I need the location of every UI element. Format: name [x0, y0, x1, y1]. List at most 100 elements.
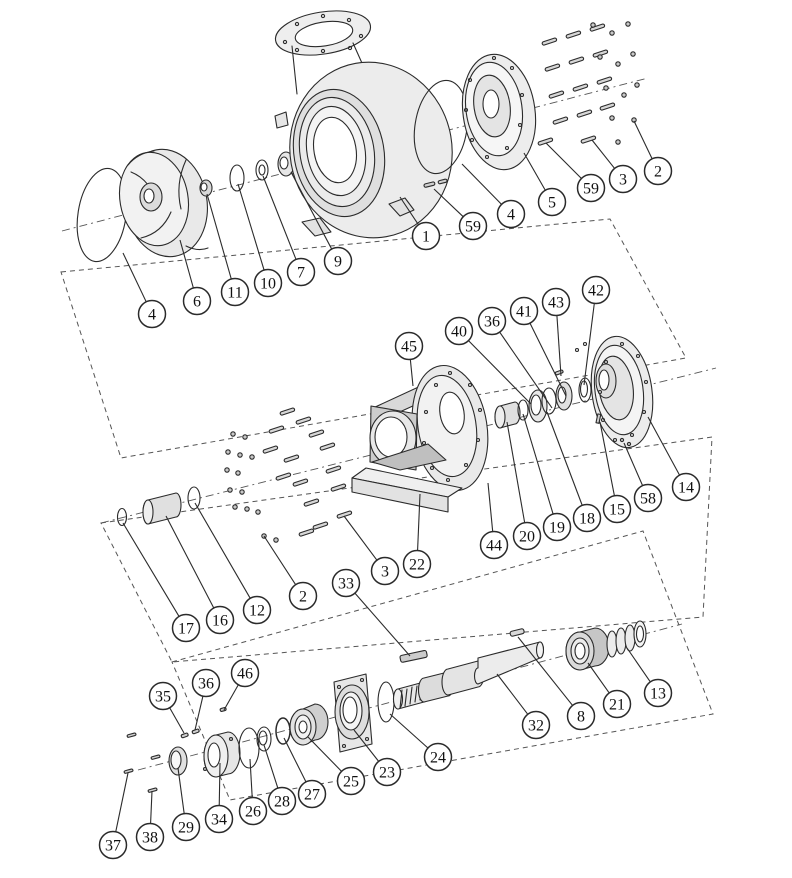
callout-13: 13 — [626, 647, 673, 708]
balloon-number: 38 — [142, 829, 158, 846]
balloon — [576, 173, 606, 203]
leader-line — [583, 303, 595, 386]
balloon — [135, 822, 165, 852]
leader-line — [218, 762, 221, 806]
callout-23: 23 — [353, 729, 402, 787]
bearing-key — [509, 628, 525, 637]
balloon-number: 42 — [588, 282, 604, 299]
callout-3: 3 — [591, 139, 638, 194]
parts-artwork — [76, 10, 654, 793]
leader-line — [353, 729, 380, 762]
leader-line — [545, 142, 582, 179]
balloon-number: 9 — [334, 253, 342, 270]
balloon-number: 7 — [297, 264, 305, 281]
leader-line — [529, 322, 567, 397]
leader-line — [587, 662, 610, 694]
leader-line — [206, 193, 232, 280]
balloon-number: 41 — [516, 303, 532, 320]
balloon — [521, 710, 551, 740]
balloon — [602, 494, 632, 524]
callout-43: 43 — [541, 287, 571, 377]
center-axis-1 — [61, 77, 649, 232]
balloon-number: 17 — [178, 620, 194, 637]
balloon — [496, 199, 526, 229]
balloon — [205, 605, 235, 635]
balloon-number: 22 — [409, 556, 425, 573]
callout-12: 12 — [194, 502, 272, 625]
balloon — [477, 306, 507, 336]
callout-35: 35 — [148, 681, 185, 734]
leader-line — [262, 175, 297, 260]
impeller — [118, 148, 209, 258]
callout-19: 19 — [522, 413, 572, 542]
balloon-number: 34 — [211, 811, 227, 828]
leader-line — [499, 331, 553, 409]
balloon-number: 28 — [274, 793, 290, 810]
balloon — [267, 786, 297, 816]
balloon-number: 2 — [654, 163, 662, 180]
leader-line — [307, 736, 342, 772]
balloon — [204, 804, 234, 834]
balloon-number: 1 — [422, 228, 430, 245]
balloon-number: 23 — [379, 764, 395, 781]
balloon-number: 59 — [583, 180, 599, 197]
callout-59: 59 — [545, 142, 606, 203]
volute-casing — [274, 10, 453, 239]
balloon — [372, 757, 402, 787]
balloon — [643, 156, 673, 186]
leader-line — [417, 493, 421, 551]
balloon-number: 44 — [486, 537, 502, 554]
impeller-oring — [229, 164, 245, 192]
callout-16: 16 — [165, 515, 235, 635]
bearing-end-cover — [202, 731, 241, 778]
callout-28: 28 — [263, 744, 297, 816]
leader-line — [165, 515, 215, 609]
wave-spring-set — [606, 620, 647, 658]
balloon — [671, 472, 701, 502]
leader-line — [263, 744, 279, 789]
balloon-number: 11 — [227, 284, 242, 301]
lip-seal — [168, 746, 188, 776]
balloon-number: 6 — [193, 293, 201, 310]
balloon-number: 43 — [548, 294, 564, 311]
callout-46: 46 — [223, 658, 260, 711]
callout-7: 7 — [262, 175, 316, 287]
callout-21: 21 — [587, 662, 632, 719]
leader-line — [496, 673, 529, 715]
balloon-number: 4 — [148, 306, 156, 323]
nut-set-top — [590, 21, 640, 145]
balloon — [458, 211, 488, 241]
balloon — [512, 521, 542, 551]
callout-33: 33 — [331, 568, 411, 657]
leader-line — [522, 413, 554, 515]
nut-set-middle — [224, 431, 279, 543]
callout-18: 18 — [546, 411, 602, 533]
balloon-number: 37 — [105, 837, 121, 854]
callout-2: 2 — [633, 120, 673, 186]
impeller-nut — [199, 179, 213, 197]
balloon — [537, 187, 567, 217]
callout-20: 20 — [506, 421, 542, 551]
stud-set-middle — [262, 407, 353, 537]
balloon-number: 3 — [381, 563, 389, 580]
balloon — [286, 257, 316, 287]
callout-6: 6 — [179, 239, 212, 316]
balloon-number: 25 — [343, 773, 359, 790]
bearing-bracket — [351, 364, 489, 513]
leader-line — [546, 411, 583, 506]
leader-line — [115, 772, 129, 832]
balloon — [220, 277, 250, 307]
stud-set-top — [537, 23, 616, 146]
callout-3: 3 — [343, 515, 400, 586]
callout-36: 36 — [191, 668, 221, 731]
callout-17: 17 — [122, 522, 201, 643]
leader-line — [556, 315, 562, 377]
balloon — [98, 830, 128, 860]
balloon — [572, 503, 602, 533]
rear-bearing — [565, 627, 610, 671]
callout-45: 45 — [394, 331, 424, 387]
balloon — [633, 483, 663, 513]
callout-10: 10 — [237, 183, 283, 298]
leader-line — [409, 359, 414, 387]
